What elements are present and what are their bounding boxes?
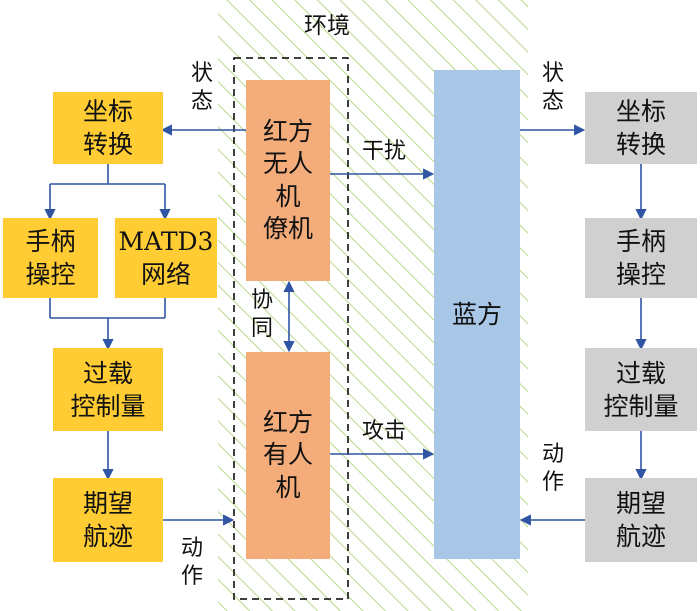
state-label-left: 状 态 [191, 61, 214, 114]
action-label-right: 动 作 [542, 442, 565, 495]
action-label-left: 动 作 [181, 536, 204, 589]
joystick-box-right: 手柄 操控 [585, 218, 697, 298]
blue-team-box: 蓝方 [434, 70, 520, 559]
overload-control-box-left: 过载 控制量 [53, 348, 163, 431]
desired-trajectory-box-left: 期望 航迹 [53, 478, 163, 562]
joystick-box-left: 手柄 操控 [3, 218, 98, 298]
matd3-network-box: MATD3 网络 [115, 218, 217, 298]
cooperate-label: 协 同 [251, 288, 274, 341]
overload-control-box-right: 过载 控制量 [585, 348, 697, 431]
desired-trajectory-box-right: 期望 航迹 [585, 478, 697, 562]
interfere-label: 干扰 [362, 139, 407, 164]
red-uav-wingman-box: 红方 无人 机 僚机 [246, 80, 330, 281]
environment-label: 环境 [304, 13, 350, 39]
red-team-frame [233, 57, 349, 600]
coord-transform-box-right: 坐标 转换 [585, 92, 697, 164]
state-label-right: 状 态 [542, 61, 565, 114]
attack-label: 攻击 [362, 419, 407, 444]
red-manned-aircraft-box: 红方 有人 机 [246, 352, 330, 559]
coord-transform-box-left: 坐标 转换 [53, 92, 163, 164]
